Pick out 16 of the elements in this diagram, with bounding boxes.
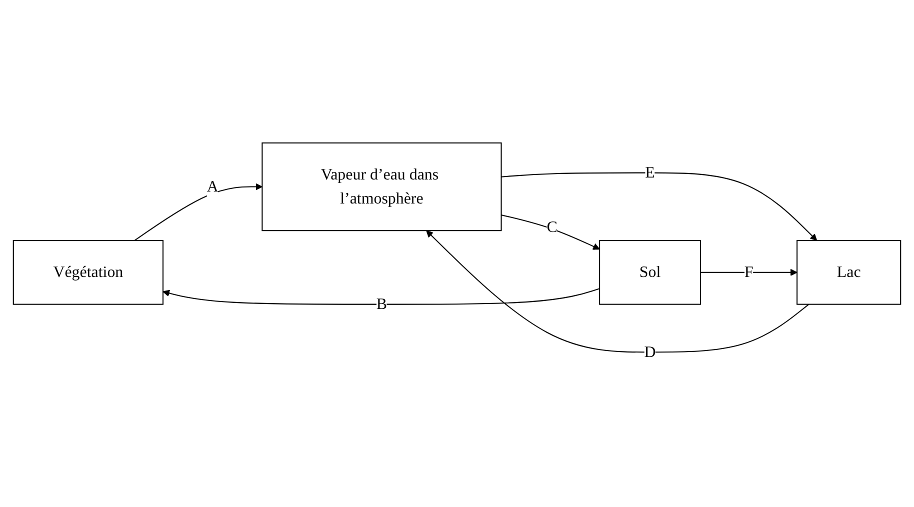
node-box: Vapeur d’eau dans l’atmosphère — [262, 142, 502, 232]
arrow — [700, 268, 798, 276]
edge-label: E — [645, 164, 655, 182]
edge-label: A — [206, 178, 218, 196]
arrow — [426, 230, 810, 353]
node-box: Sol — [599, 240, 702, 305]
arrow — [162, 288, 600, 305]
node-box: Lac — [796, 240, 902, 305]
edge-label: B — [376, 296, 388, 314]
arrow — [134, 183, 262, 241]
edge-label: F — [744, 264, 754, 282]
node-box: Végétation — [12, 240, 164, 305]
edge-label: D — [644, 343, 656, 361]
arrow — [501, 172, 818, 241]
edge-label: C — [546, 218, 558, 236]
arrow — [501, 214, 600, 250]
